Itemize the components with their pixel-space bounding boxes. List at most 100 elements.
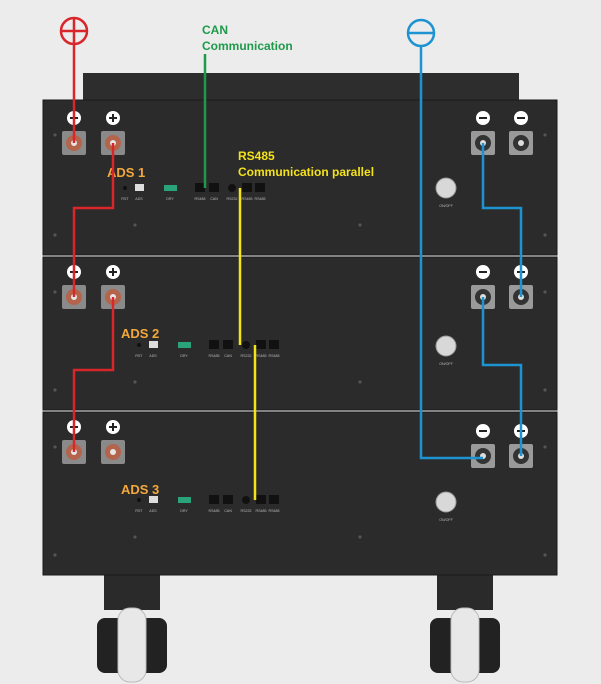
port-label: RST [121, 197, 129, 201]
cabinet-top-cap [83, 73, 519, 103]
screw [53, 445, 57, 449]
screw [358, 223, 362, 227]
port-label: RS485 [195, 197, 206, 201]
minus-symbol-icon [514, 111, 528, 125]
port-rs485-3: RS485 [209, 495, 220, 513]
port-label: DRY [180, 354, 188, 358]
screw [543, 133, 547, 137]
port-label: RS232 [241, 509, 252, 513]
port-dry-2: DRY [178, 342, 191, 358]
screw [53, 388, 57, 392]
port-label: RS232 [227, 197, 238, 201]
can-label-line2: Communication [202, 39, 293, 53]
on-off-label: ON/OFF [439, 204, 453, 208]
on-off-label: ON/OFF [439, 518, 453, 522]
port-label: RS485 [256, 509, 267, 513]
port-rst-0: RST [135, 498, 143, 513]
screw [133, 380, 137, 384]
port-rs232-5: RS232 [241, 341, 252, 358]
screw [543, 553, 547, 557]
on-off-switch[interactable]: ON/OFF [435, 335, 457, 366]
screw [543, 445, 547, 449]
port-can-4: CAN [209, 183, 219, 201]
port-dry-2: DRY [178, 497, 191, 513]
port-label: RS485 [256, 354, 267, 358]
minus-symbol-icon [476, 111, 490, 125]
port-can-4: CAN [223, 495, 233, 513]
on-off-switch[interactable]: ON/OFF [435, 491, 457, 522]
port-label: CAN [224, 354, 232, 358]
screw [358, 380, 362, 384]
caster-wheel [97, 570, 167, 683]
negative-link-cable-2-3 [481, 297, 523, 456]
port-label: DRY [180, 509, 188, 513]
on-off-label: ON/OFF [439, 362, 453, 366]
port-rs485-6: RS485 [256, 495, 267, 513]
port-label: ADS [149, 354, 157, 358]
caster-wheel [430, 570, 500, 683]
screw [53, 290, 57, 294]
port-label: RS485 [209, 354, 220, 358]
rs485-label-line1: RS485 [238, 149, 275, 163]
port-dry-2: DRY [164, 185, 177, 201]
port-rs485-7: RS485 [269, 495, 280, 513]
port-label: RS485 [242, 197, 253, 201]
plus-symbol-icon [106, 265, 120, 279]
port-ads-1: ADS [135, 184, 144, 201]
port-rs485-6: RS485 [256, 340, 267, 358]
port-rs485-3: RS485 [209, 340, 220, 358]
port-label: RST [135, 354, 143, 358]
port-label: RS485 [255, 197, 266, 201]
screw [543, 388, 547, 392]
screw [53, 133, 57, 137]
port-rs232-5: RS232 [241, 496, 252, 513]
rs485-label-line2: Communication parallel [238, 165, 374, 179]
can-label-line1: CAN [202, 23, 228, 37]
negative-terminal [509, 131, 533, 155]
port-rs485-6: RS485 [242, 183, 253, 201]
module-label: ADS 3 [121, 482, 159, 497]
port-rs485-7: RS485 [255, 183, 266, 201]
port-ads-1: ADS [149, 496, 158, 513]
port-label: CAN [210, 197, 218, 201]
port-label: ADS [135, 197, 143, 201]
positive-link-cable-1-2 [72, 143, 115, 297]
screw [133, 535, 137, 539]
port-rs485-7: RS485 [269, 340, 280, 358]
screw [358, 535, 362, 539]
plus-symbol-icon [106, 420, 120, 434]
port-label: RS485 [269, 354, 280, 358]
negative-terminal [471, 444, 495, 468]
positive-link-cable-2-3 [72, 297, 115, 452]
negative-link-cable-1-2 [481, 143, 523, 297]
screw [133, 223, 137, 227]
screw [543, 233, 547, 237]
port-rs232-5: RS232 [227, 184, 238, 201]
port-rs485-3: RS485 [195, 183, 206, 201]
port-label: DRY [166, 197, 174, 201]
port-rst-0: RST [121, 186, 129, 201]
module-label: ADS 2 [121, 326, 159, 341]
screw [53, 553, 57, 557]
main-negative-symbol-icon [406, 18, 436, 48]
port-can-4: CAN [223, 340, 233, 358]
minus-symbol-icon [476, 265, 490, 279]
port-label: RS485 [209, 509, 220, 513]
screw [53, 233, 57, 237]
port-label: RS485 [269, 509, 280, 513]
main-positive-symbol-icon [59, 16, 89, 46]
port-label: ADS [149, 509, 157, 513]
screw [543, 290, 547, 294]
port-label: RST [135, 509, 143, 513]
module-label: ADS 1 [107, 165, 145, 180]
port-label: CAN [224, 509, 232, 513]
positive-terminal [101, 440, 125, 464]
port-label: RS232 [241, 354, 252, 358]
on-off-switch[interactable]: ON/OFF [435, 177, 457, 208]
main-negative-cable [419, 46, 483, 460]
plus-symbol-icon [106, 111, 120, 125]
